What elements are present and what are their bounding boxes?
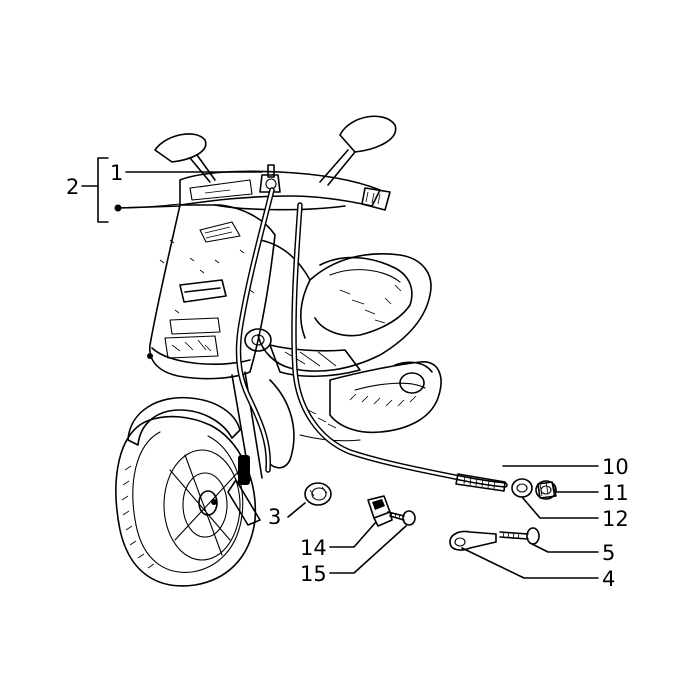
loose-parts — [304, 478, 557, 551]
callout-11: 11 — [602, 481, 629, 505]
front-leg-shield — [147, 204, 276, 380]
front-wheel — [115, 415, 257, 587]
part-12-nut — [511, 478, 533, 498]
part-3-grommet — [304, 482, 332, 506]
callout-5: 5 — [602, 541, 615, 565]
callout-2-bracket — [97, 157, 109, 223]
part-5-bolt — [499, 527, 540, 545]
leader-lines — [81, 157, 599, 579]
callout-3: 3 — [268, 505, 281, 529]
callout-15: 15 — [300, 562, 327, 586]
callout-labels: 1 2 3 4 5 10 11 12 14 15 — [66, 161, 629, 591]
callout-12: 12 — [602, 507, 629, 531]
part-15-screw — [387, 510, 416, 526]
handlebar — [154, 115, 397, 211]
callout-10: 10 — [602, 455, 629, 479]
callout-14: 14 — [300, 536, 327, 560]
part-4-clamp — [449, 530, 497, 551]
callout-1: 1 — [110, 161, 123, 185]
scooter-rear-body — [244, 239, 442, 469]
part-14-clip — [367, 495, 393, 527]
throttle-cable — [291, 202, 508, 492]
front-mudguard — [127, 396, 241, 446]
callout-2: 2 — [66, 175, 79, 199]
scooter-illustration — [115, 115, 508, 587]
part-11-adjuster — [535, 480, 557, 500]
callout-4: 4 — [602, 567, 615, 591]
speedometer-cable — [235, 187, 275, 473]
